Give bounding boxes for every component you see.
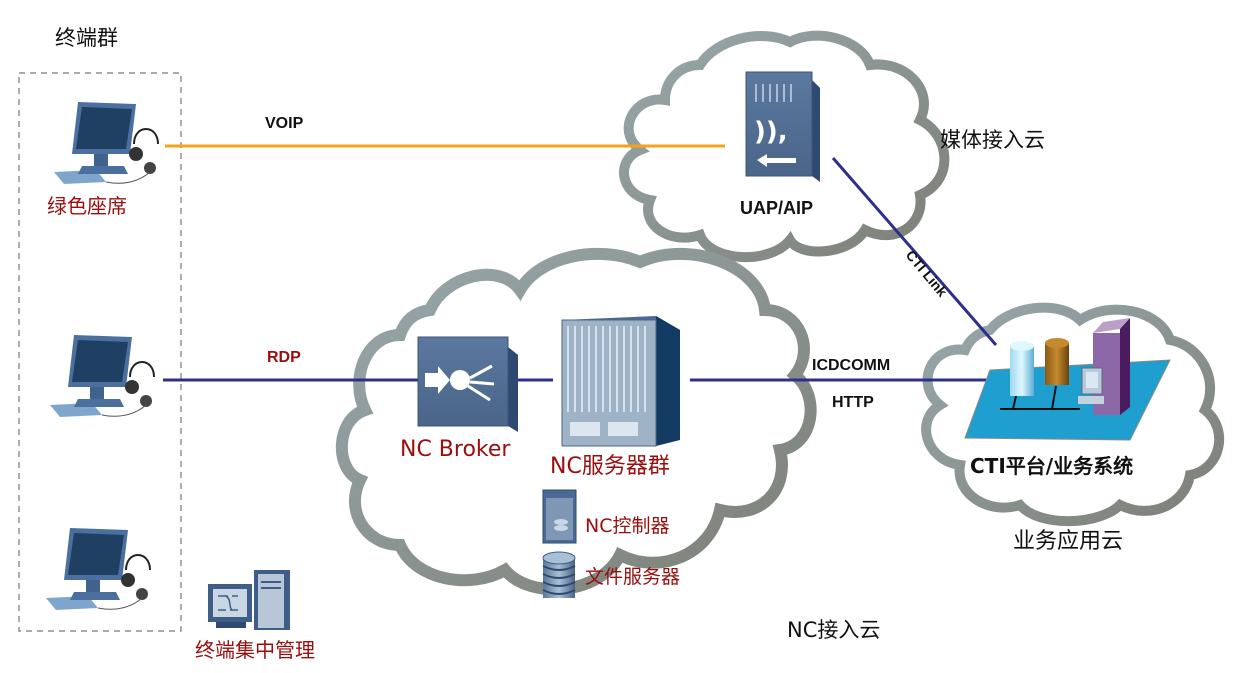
nc-controller-icon [542, 489, 577, 544]
app-cloud-name: 业务应用云 [1013, 529, 1124, 554]
terminal-management-icon [208, 570, 290, 630]
agent-pc-icon [54, 102, 159, 184]
nc-controller-label: NC控制器 [585, 515, 670, 537]
icdcomm-link-label: ICDCOMM [812, 357, 891, 374]
http-link-label: HTTP [832, 394, 874, 411]
cti-platform-label: CTI平台/业务系统 [970, 454, 1134, 478]
agent-pc-icon [50, 335, 155, 417]
nc-server-group-label: NC服务器群 [550, 454, 670, 479]
file-server-label: 文件服务器 [585, 566, 681, 588]
terminal-group-title: 终端群 [55, 26, 118, 50]
nc-server-group-icon [561, 316, 680, 447]
media-cloud-name: 媒体接入云 [940, 128, 1045, 152]
terminal-management-label: 终端集中管理 [195, 638, 315, 662]
nc-broker-label: NC Broker [400, 437, 511, 462]
voip-link-label: VOIP [265, 115, 304, 132]
svg-text:)),: )), [754, 117, 788, 147]
cti-platform-icon [964, 318, 1171, 441]
terminal-group-box [18, 72, 182, 632]
uap-aip-device-icon: )), [745, 71, 820, 182]
uap-aip-label: UAP/AIP [740, 198, 814, 218]
rdp-link-label: RDP [267, 349, 301, 366]
agent-pc-icon [46, 528, 151, 610]
cti-link-line [831, 157, 998, 346]
nc-cloud-name: NC接入云 [787, 618, 881, 642]
green-agent-label: 绿色座席 [47, 194, 127, 218]
file-server-icon [542, 551, 576, 598]
nc-broker-icon [417, 336, 518, 432]
